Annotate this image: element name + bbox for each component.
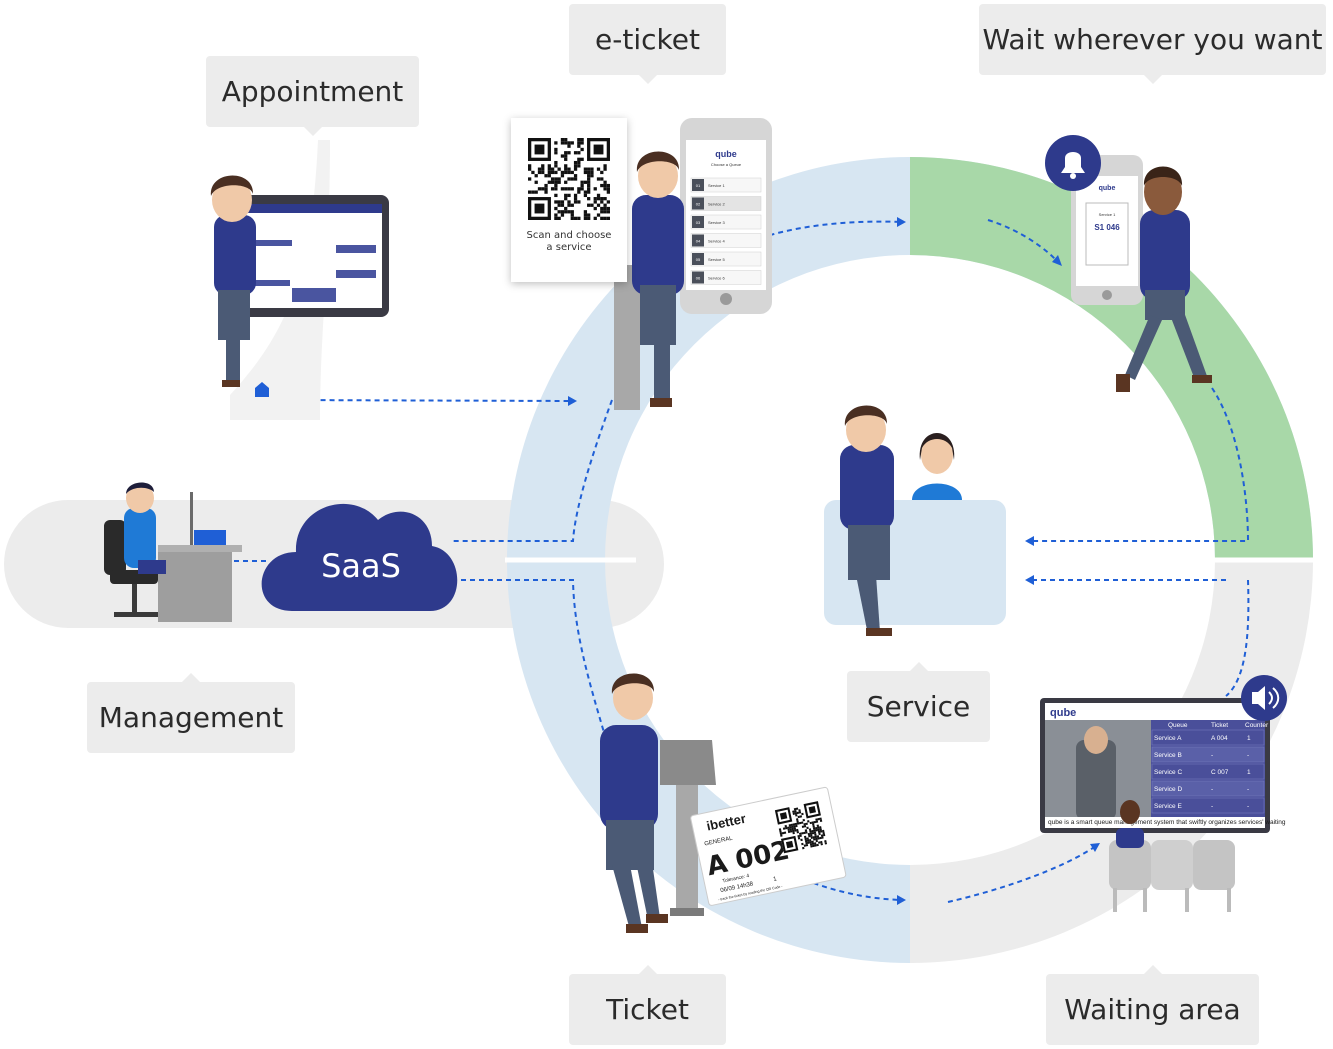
waiting-area-label-text: Waiting area [1064, 993, 1241, 1026]
tv-table-cell: Service B [1154, 752, 1182, 759]
service-label-text: Service [866, 690, 971, 723]
ticket-category: GENERAL [704, 836, 734, 848]
phone-list-code: 01 [696, 183, 701, 188]
tv-table-cell: - [1211, 752, 1213, 759]
phone-right-brand: qube [1099, 185, 1116, 192]
arrow-phone-to-wait [987, 219, 1059, 263]
phone-list-code: 02 [696, 202, 701, 207]
tv-table-cell: Service A [1154, 735, 1182, 742]
phone-right-number: S1 046 [1094, 223, 1120, 232]
home-icon [255, 382, 269, 397]
waiting-chair [1109, 840, 1151, 890]
appointment-label: Appointment [206, 56, 419, 136]
arrow-ticket-to-seats [947, 845, 1097, 903]
ring-grey-segment [910, 560, 1313, 963]
phone-list-item[interactable]: 02 Service 2 [690, 196, 762, 211]
ticket-scene [600, 673, 716, 933]
tv-table-row [1151, 729, 1265, 746]
wait-label-text: Wait wherever you want [982, 23, 1323, 56]
management-label: Management [87, 673, 295, 753]
ticket-label: Ticket [569, 965, 726, 1045]
phone-list-name: Service 2 [708, 202, 725, 207]
process-ring [505, 157, 1315, 963]
ticket-people: 1 [773, 876, 778, 883]
tv-table-cell: - [1211, 803, 1213, 810]
arrow-wait-to-service [1030, 387, 1250, 542]
phone-right-service: Service 1 [1099, 212, 1116, 217]
ticket-label-text: Ticket [606, 993, 689, 1026]
waiting-chair [1151, 840, 1193, 890]
arrow-saas-to-eticket [452, 399, 613, 542]
phone-list-item[interactable]: 01 Service 1 [690, 177, 762, 193]
tv-table-cell: 1 [1247, 735, 1251, 742]
wait-label: Wait wherever you want [979, 4, 1326, 84]
appointment-scene [210, 140, 389, 420]
saas-cloud: SaaS [261, 503, 458, 611]
service-label: Service [847, 662, 990, 742]
waiting-area-label: Waiting area [1046, 965, 1259, 1045]
eticket-label: e-ticket [569, 4, 726, 84]
phone-list-item[interactable]: 03 Service 3 [690, 214, 762, 230]
phone-list-item[interactable]: 06 Service 6 [690, 270, 762, 285]
paper-ticket: ibetter GENERAL A 002 Tolerance: 4 06/09… [690, 786, 847, 906]
phone-list-name: Service 6 [708, 276, 725, 281]
tv-table-header: Counter [1245, 722, 1269, 729]
appointment-label-text: Appointment [221, 75, 404, 108]
tv-table-cell: Service D [1154, 786, 1182, 793]
tv-table-header: Queue [1168, 722, 1188, 729]
tv-table-cell: - [1247, 752, 1249, 759]
qr-card: Scan and choose a service [511, 118, 627, 282]
desk-top [158, 545, 242, 552]
tv-table-cell: - [1211, 786, 1213, 793]
arrow-waitingarea-vertical [1225, 579, 1250, 697]
management-label-text: Management [98, 701, 284, 734]
tv-table-cell: A 004 [1211, 735, 1228, 742]
tv-table-cell: - [1247, 803, 1249, 810]
phone-list-code: 03 [696, 220, 701, 225]
qr-caption-line2: a service [546, 242, 592, 253]
tv-table-row [1151, 763, 1265, 780]
tv-table-cell: C 007 [1211, 769, 1229, 776]
eticket-label-text: e-ticket [595, 23, 700, 56]
tv-ticker: qube is a smart queue management system … [1048, 819, 1286, 826]
service-scene [824, 405, 1006, 636]
management-scene [104, 482, 242, 622]
phone-list-name: Service 4 [708, 239, 725, 244]
phone-list-name: Service 1 [708, 183, 725, 188]
ring-green-segment [910, 157, 1313, 560]
tv-table-cell: Service E [1154, 803, 1182, 810]
tv-table-cell: Service C [1154, 769, 1182, 776]
tv-table-header: Ticket [1211, 722, 1228, 729]
tv-brand: qube [1050, 707, 1076, 719]
phone-list-item[interactable]: 04 Service 4 [690, 233, 762, 248]
waiting-chair [1193, 840, 1235, 890]
monitor [190, 492, 193, 545]
tv-table-row [1151, 780, 1265, 797]
qr-code [528, 138, 610, 220]
phone-list-name: Service 5 [708, 257, 725, 262]
tv-table-cell: - [1247, 786, 1249, 793]
tv-table-cell: 1 [1247, 769, 1251, 776]
phone-list-code: 06 [696, 276, 701, 281]
tv-table-row [1151, 746, 1265, 763]
phone-list-code: 05 [696, 257, 701, 262]
qr-caption-line1: Scan and choose [526, 230, 612, 241]
ticket-tolerance: Tolerance: 4 [722, 873, 750, 885]
tv-table-row [1151, 797, 1265, 814]
phone-list-name: Service 3 [708, 220, 725, 225]
phone-list-item[interactable]: 05 Service 5 [690, 251, 762, 267]
ticket-qr-code [774, 801, 828, 854]
phone-list-code: 04 [696, 239, 701, 244]
phone-left-brand: qube [715, 149, 737, 159]
phone-left-subtitle: Choose a Queue [711, 162, 742, 167]
wait-scene: qube Service 1 S1 046 [1045, 135, 1212, 392]
chair [104, 520, 126, 575]
ticket-kiosk [676, 780, 698, 915]
saas-label: SaaS [321, 547, 401, 585]
